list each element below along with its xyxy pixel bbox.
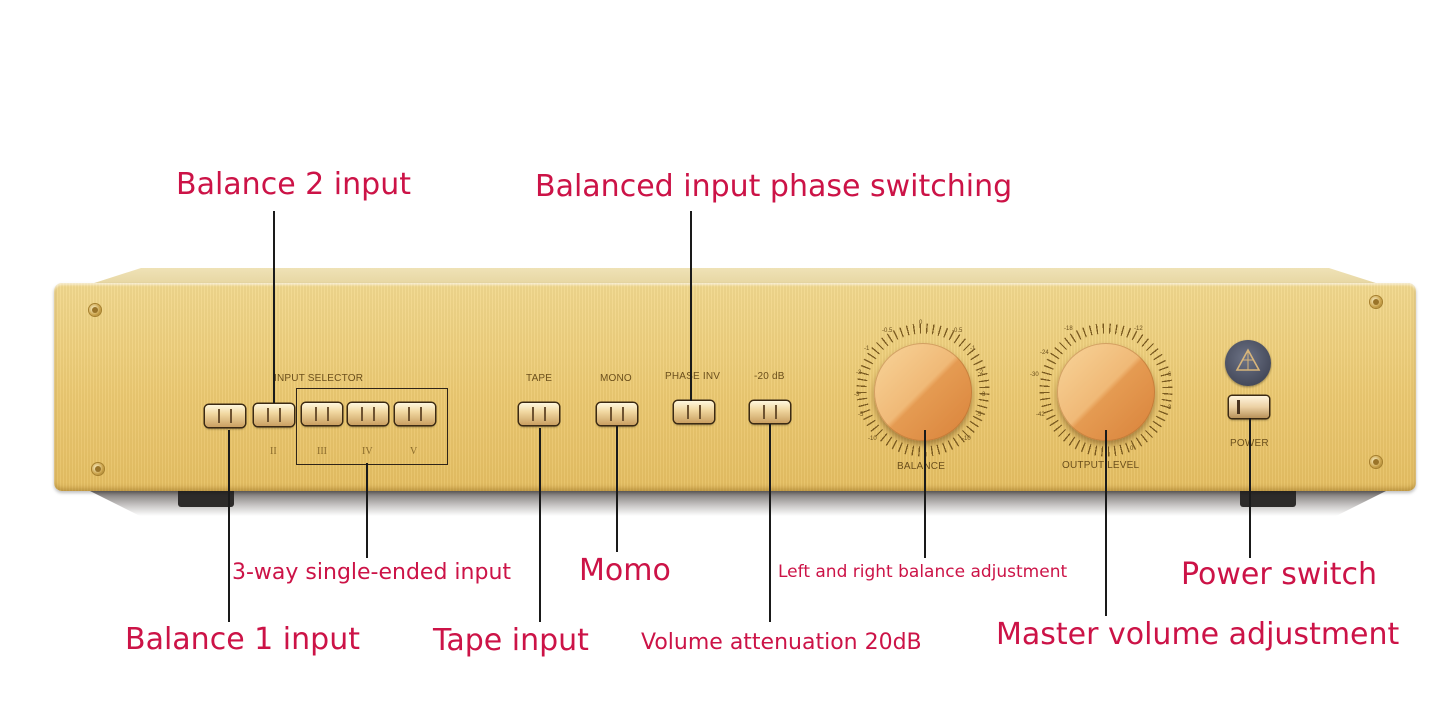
balance-scale-label: -0.5: [882, 328, 893, 334]
output-level-knob[interactable]: [1057, 343, 1155, 441]
screw-icon: [1370, 456, 1382, 468]
balance-label: BALANCE: [897, 461, 946, 472]
power-switch[interactable]: [1229, 396, 1269, 418]
leader-line-attenuation: [769, 424, 771, 622]
input-button-balance-1[interactable]: [205, 405, 245, 427]
balance-scale-label: -5: [976, 412, 982, 418]
screw-icon: [89, 304, 101, 316]
phase-inv-label: PHASE INV: [665, 371, 721, 382]
balance-scale-label: -2: [978, 370, 984, 376]
tape-label: TAPE: [526, 373, 553, 384]
balance-scale-label: -10: [962, 436, 971, 442]
screw-icon: [92, 463, 104, 475]
balance-scale-label: -10: [868, 436, 877, 442]
single-ended-group-box: [296, 388, 448, 465]
mono-button[interactable]: [597, 403, 637, 425]
balance-scale-label: -2: [856, 370, 862, 376]
annotation-attenuation: Volume attenuation 20dB: [641, 630, 922, 655]
numeral-2: II: [270, 446, 277, 457]
output-scale-label: -24: [1040, 350, 1049, 356]
output-scale-label: -30: [1030, 372, 1039, 378]
phase-inv-button[interactable]: [674, 401, 714, 423]
leader-line-tape: [539, 428, 541, 622]
annotation-master-volume: Master volume adjustment: [996, 617, 1400, 652]
input-button-balance-2[interactable]: [254, 404, 294, 426]
leader-line-balance-1: [228, 430, 230, 622]
annotation-phase-switching: Balanced input phase switching: [535, 169, 1013, 204]
leader-line-master-volume: [1105, 430, 1107, 616]
numeral-3: III: [317, 446, 327, 457]
annotation-balance-adjust: Left and right balance adjustment: [778, 562, 1068, 582]
triangle-emblem-icon: [1225, 340, 1271, 386]
output-scale-label: -42: [1036, 412, 1045, 418]
input-button-3[interactable]: [302, 403, 342, 425]
foot-left: [178, 491, 234, 507]
output-scale-label: -3: [1166, 405, 1172, 411]
leader-line-balance-2: [273, 211, 275, 403]
balance-knob[interactable]: [874, 343, 972, 441]
input-button-5[interactable]: [395, 403, 435, 425]
output-scale-label: -6: [1166, 372, 1172, 378]
output-scale-label: -18: [1064, 326, 1073, 332]
output-scale-label: 0: [1130, 446, 1134, 452]
annotation-balance-2: Balance 2 input: [176, 167, 411, 202]
annotation-momo: Momo: [579, 553, 671, 588]
annotation-single-ended: 3-way single-ended input: [232, 560, 512, 585]
front-panel: [54, 283, 1416, 491]
annotation-balance-1: Balance 1 input: [125, 622, 360, 657]
leader-line-mono: [616, 426, 618, 552]
balance-scale-label: -3: [980, 392, 986, 398]
balance-scale-label: 0: [919, 320, 923, 326]
minus-20db-button[interactable]: [750, 401, 790, 423]
leader-line-phase: [690, 211, 692, 401]
balance-scale-label: -5: [858, 412, 864, 418]
input-button-4[interactable]: [348, 403, 388, 425]
leader-line-power: [1249, 418, 1251, 558]
foot-right: [1240, 491, 1296, 507]
numeral-5: V: [410, 446, 418, 457]
annotation-tape-input: Tape input: [433, 623, 589, 658]
balance-scale-label: -1: [970, 346, 976, 352]
minus-20db-label: -20 dB: [754, 371, 785, 382]
numeral-4: IV: [362, 446, 373, 457]
input-selector-label: INPUT SELECTOR: [274, 373, 364, 384]
screw-icon: [1370, 296, 1382, 308]
balance-scale-label: -3: [854, 392, 860, 398]
chassis-base: [88, 490, 1388, 516]
balance-scale-label: -1: [864, 346, 870, 352]
balance-scale-label: -0.5: [952, 328, 963, 334]
tape-button[interactable]: [519, 403, 559, 425]
leader-line-single-ended: [366, 463, 368, 558]
leader-line-balance-adjust: [924, 430, 926, 558]
output-level-label: OUTPUT LEVEL: [1062, 460, 1140, 471]
output-scale-label: -12: [1134, 326, 1143, 332]
mono-label: MONO: [600, 373, 632, 384]
annotation-power-switch: Power switch: [1181, 557, 1378, 592]
